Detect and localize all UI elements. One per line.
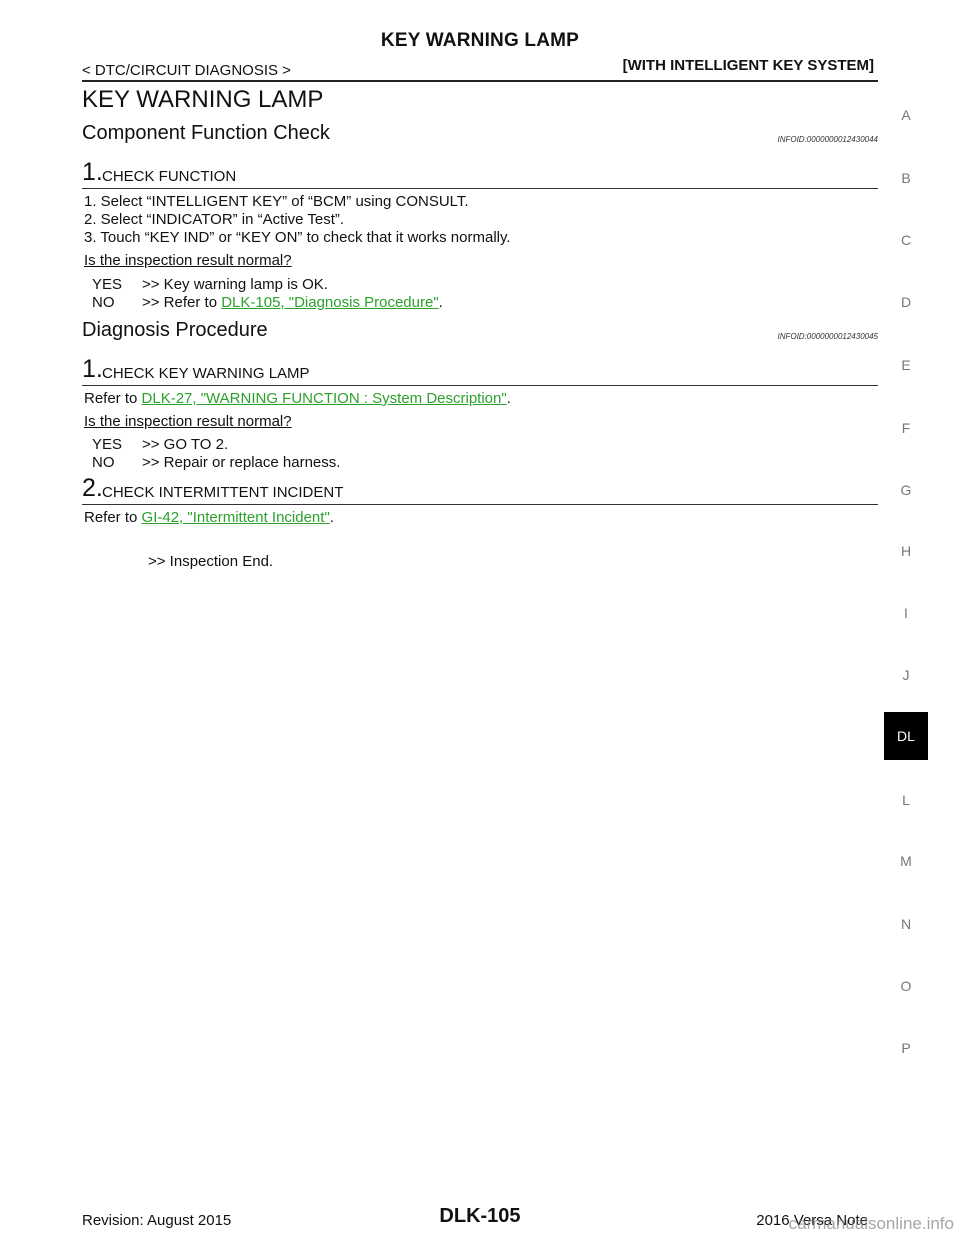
step-number: 1. — [82, 355, 103, 383]
side-index-f[interactable]: F — [901, 420, 911, 436]
answer-yes: YES >> Key warning lamp is OK. — [92, 276, 328, 294]
instruction-item-1: 1. Select “INTELLIGENT KEY” of “BCM” usi… — [84, 193, 469, 210]
page-header-title: KEY WARNING LAMP — [380, 30, 580, 51]
answer-no-prefix: >> Refer to — [142, 294, 222, 311]
refer-prefix: Refer to — [84, 390, 142, 407]
step-number: 2. — [82, 474, 103, 502]
main-title: KEY WARNING LAMP — [82, 86, 324, 113]
link-warning-function[interactable]: DLK-27, "WARNING FUNCTION : System Descr… — [141, 390, 507, 407]
footer-page-number: DLK-105 — [439, 1205, 521, 1227]
refer-line-1: Refer to DLK-27, "WARNING FUNCTION : Sys… — [84, 390, 511, 408]
refer-prefix: Refer to — [84, 509, 142, 526]
answer-no: NO >> Repair or replace harness. — [92, 454, 340, 472]
answer-no-key: NO — [92, 454, 115, 471]
link-intermittent-incident[interactable]: GI-42, "Intermittent Incident" — [141, 509, 330, 526]
footer-watermark: carmanualsonline.info — [788, 1214, 954, 1233]
step-title: CHECK FUNCTION — [102, 168, 237, 185]
inspection-question: Is the inspection result normal? — [84, 413, 292, 430]
step-number: 1. — [82, 158, 103, 186]
answer-no-suffix: . — [438, 294, 443, 311]
link-diagnosis-procedure[interactable]: DLK-105, "Diagnosis Procedure" — [221, 294, 439, 311]
side-index-dl-active[interactable]: DL — [884, 712, 928, 760]
answer-no-text: >> Repair or replace harness. — [142, 454, 341, 471]
refer-suffix: . — [506, 390, 511, 407]
step-check-intermittent-incident: 2. CHECK INTERMITTENT INCIDENT — [82, 474, 878, 505]
step-title: CHECK INTERMITTENT INCIDENT — [102, 484, 344, 501]
component-check-infoid: INFOID:0000000012430044 — [777, 135, 878, 144]
step-title: CHECK KEY WARNING LAMP — [102, 365, 310, 382]
side-index-m[interactable]: M — [900, 853, 912, 869]
header-section-label: < DTC/CIRCUIT DIAGNOSIS > — [82, 62, 291, 79]
side-index-n[interactable]: N — [900, 916, 912, 932]
side-index-l[interactable]: L — [902, 792, 910, 808]
header-divider — [82, 80, 878, 82]
side-index-c[interactable]: C — [900, 232, 912, 248]
answer-no-key: NO — [92, 294, 115, 311]
side-index-a[interactable]: A — [901, 107, 911, 123]
refer-line-2: Refer to GI-42, "Intermittent Incident". — [84, 509, 334, 527]
side-index-j[interactable]: J — [902, 667, 910, 683]
inspection-question: Is the inspection result normal? — [84, 252, 292, 269]
component-check-heading: Component Function Check — [82, 122, 330, 144]
answer-yes-key: YES — [92, 436, 123, 453]
footer-model: 2016 Versa Note — [756, 1212, 868, 1229]
side-index-o[interactable]: O — [900, 978, 912, 994]
answer-no: NO >> Refer to DLK-105, "Diagnosis Proced… — [92, 294, 443, 312]
answer-yes-text: >> Key warning lamp is OK. — [142, 276, 328, 293]
answer-yes-text: >> GO TO 2. — [142, 436, 229, 453]
side-index-i[interactable]: I — [904, 605, 908, 621]
instruction-item-3: 3. Touch “KEY IND” or “KEY ON” to check … — [84, 229, 511, 246]
step-check-key-warning-lamp: 1. CHECK KEY WARNING LAMP — [82, 355, 878, 386]
inspection-end: >> Inspection End. — [148, 553, 274, 570]
answer-yes-key: YES — [92, 276, 123, 293]
diagnosis-infoid: INFOID:0000000012430045 — [777, 332, 878, 341]
side-index-h[interactable]: H — [900, 543, 912, 559]
refer-suffix: . — [329, 509, 334, 526]
footer-revision: Revision: August 2015 — [82, 1212, 232, 1229]
side-index-d[interactable]: D — [900, 294, 912, 310]
diagnosis-heading: Diagnosis Procedure — [82, 319, 268, 341]
header-system-label: [WITH INTELLIGENT KEY SYSTEM] — [622, 57, 874, 74]
answer-yes: YES >> GO TO 2. — [92, 436, 228, 454]
side-index-p[interactable]: P — [901, 1040, 911, 1056]
step-check-function: 1. CHECK FUNCTION — [82, 158, 878, 189]
instruction-item-2: 2. Select “INDICATOR” in “Active Test”. — [84, 211, 345, 228]
side-index-b[interactable]: B — [901, 170, 911, 186]
side-index-e[interactable]: E — [901, 357, 911, 373]
side-index-g[interactable]: G — [900, 482, 912, 498]
